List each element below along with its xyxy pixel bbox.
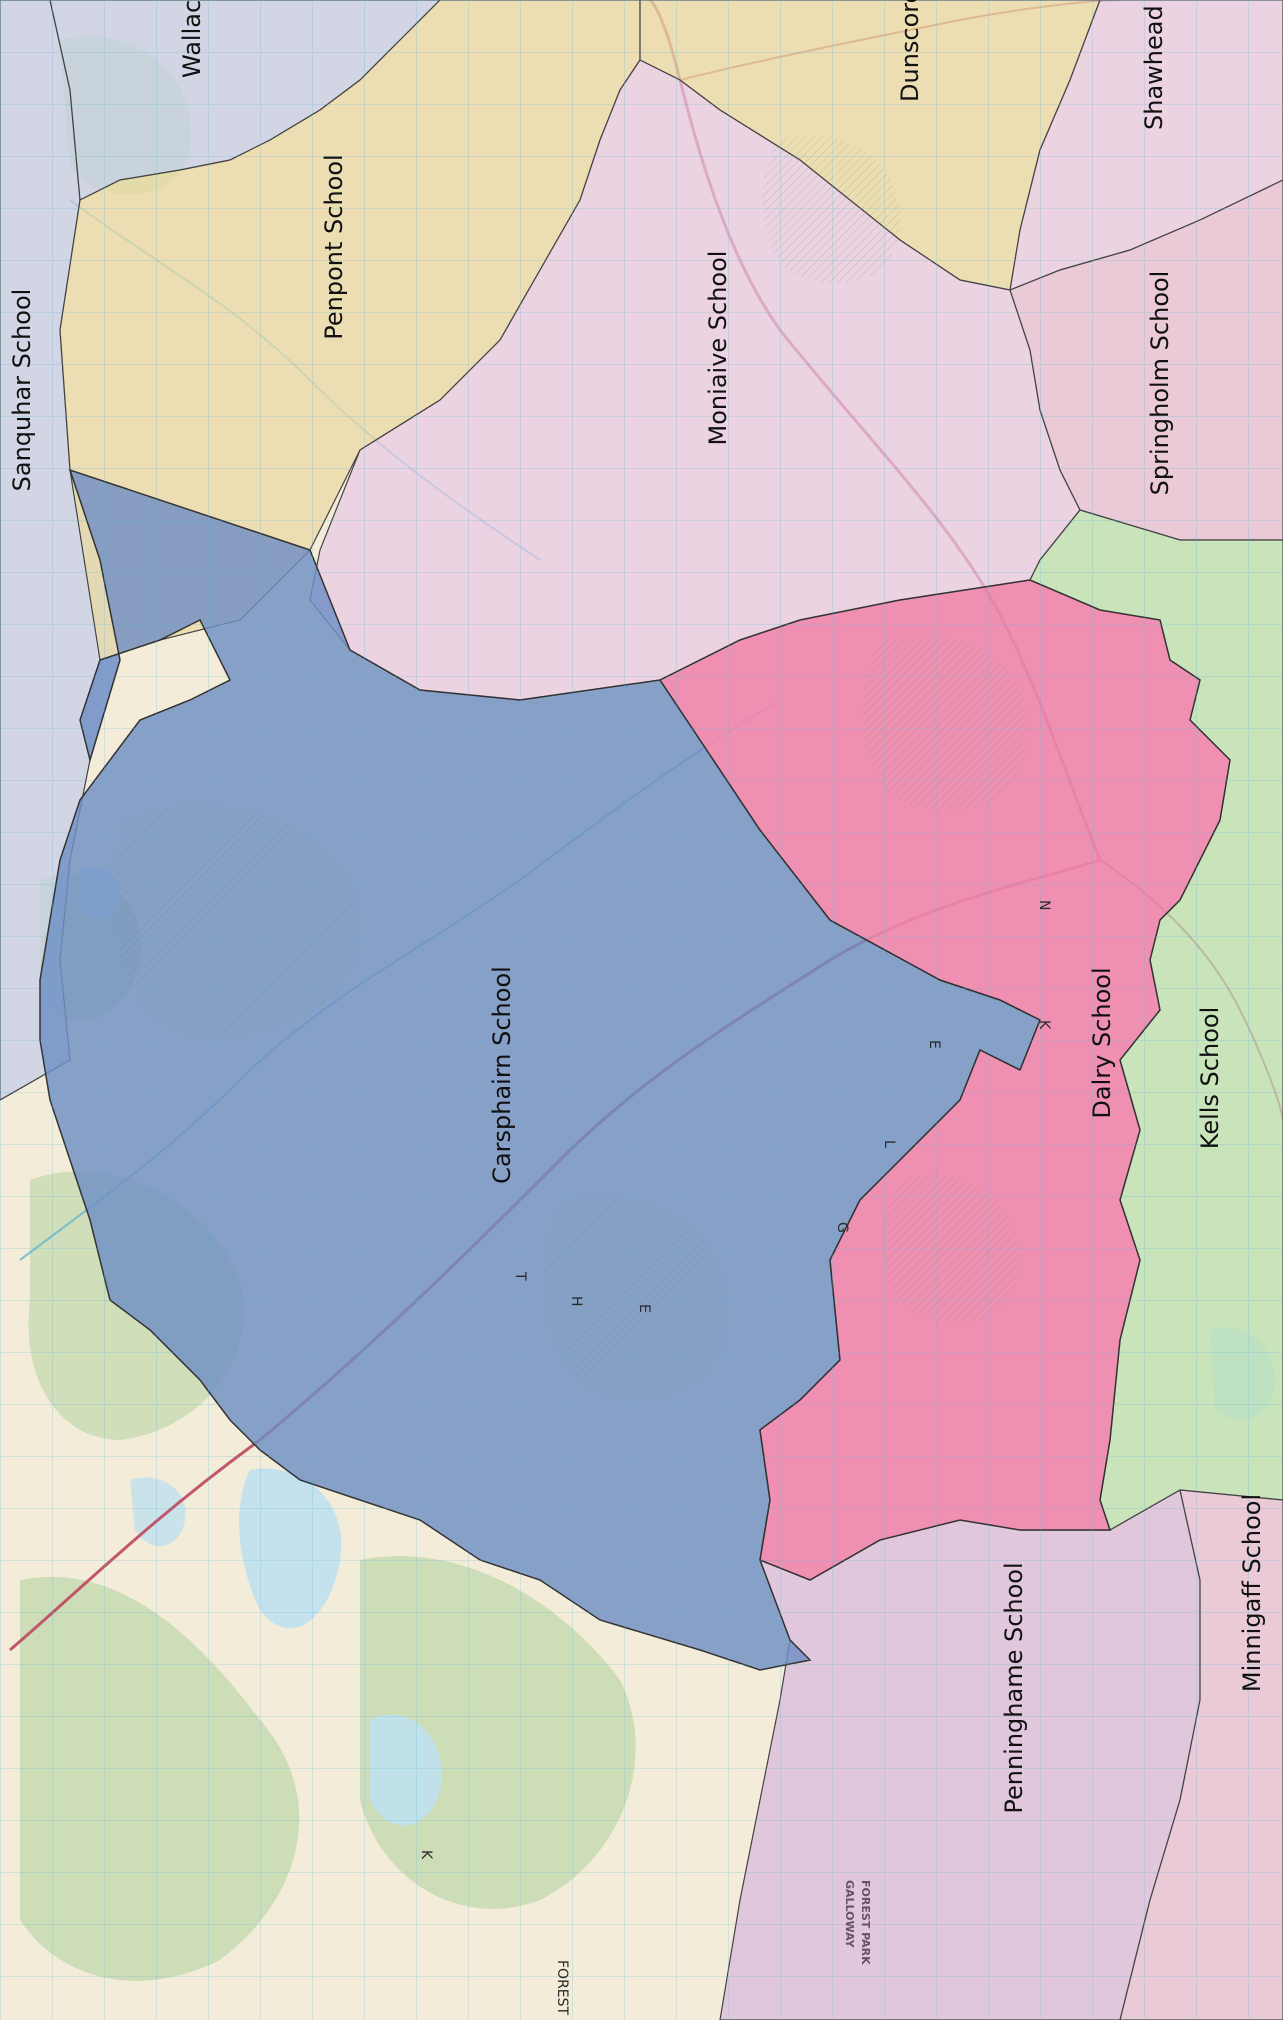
park-label: GALLOWAY — [843, 1880, 856, 1949]
zone-label-dalry: Dalry School — [1088, 967, 1116, 1118]
zone-label-penninghame: Penninghame School — [1000, 1562, 1028, 1813]
place-word: FOREST — [554, 1960, 570, 2016]
zone-label-penpont: Penpont School — [320, 154, 348, 339]
zone-label-moniaive: Moniaive School — [704, 251, 732, 446]
map-lettering: GALLOWAY FOREST PARK G L E N K T H E K F… — [418, 900, 1052, 2016]
place-letter: G — [834, 1222, 850, 1233]
place-letter: K — [1036, 1020, 1052, 1030]
zone-label-wallace: Wallac — [178, 0, 206, 78]
place-letter: L — [881, 1140, 897, 1148]
zone-label-minnigaff: Minnigaff School — [1238, 1494, 1266, 1692]
zone-label-springholm: Springholm School — [1146, 271, 1174, 496]
zone-label-shawhead: Shawhead S — [1140, 0, 1168, 130]
place-letter: N — [1036, 900, 1052, 910]
place-letter: E — [636, 1304, 652, 1313]
zone-label-dunscore: Dunscore — [896, 0, 924, 102]
zone-label-kells: Kells School — [1196, 1007, 1224, 1149]
zone-label-sanquhar: Sanquhar School — [8, 289, 36, 492]
place-letter: K — [418, 1850, 434, 1860]
zone-labels: Sanquhar School Wallac Penpont School Du… — [8, 0, 1266, 1814]
park-label: FOREST PARK — [859, 1880, 872, 1965]
zone-label-carsphairn: Carsphairn School — [488, 966, 516, 1184]
place-letter: T — [512, 1271, 528, 1281]
place-letter: H — [568, 1296, 584, 1307]
place-letter: E — [926, 1040, 942, 1049]
